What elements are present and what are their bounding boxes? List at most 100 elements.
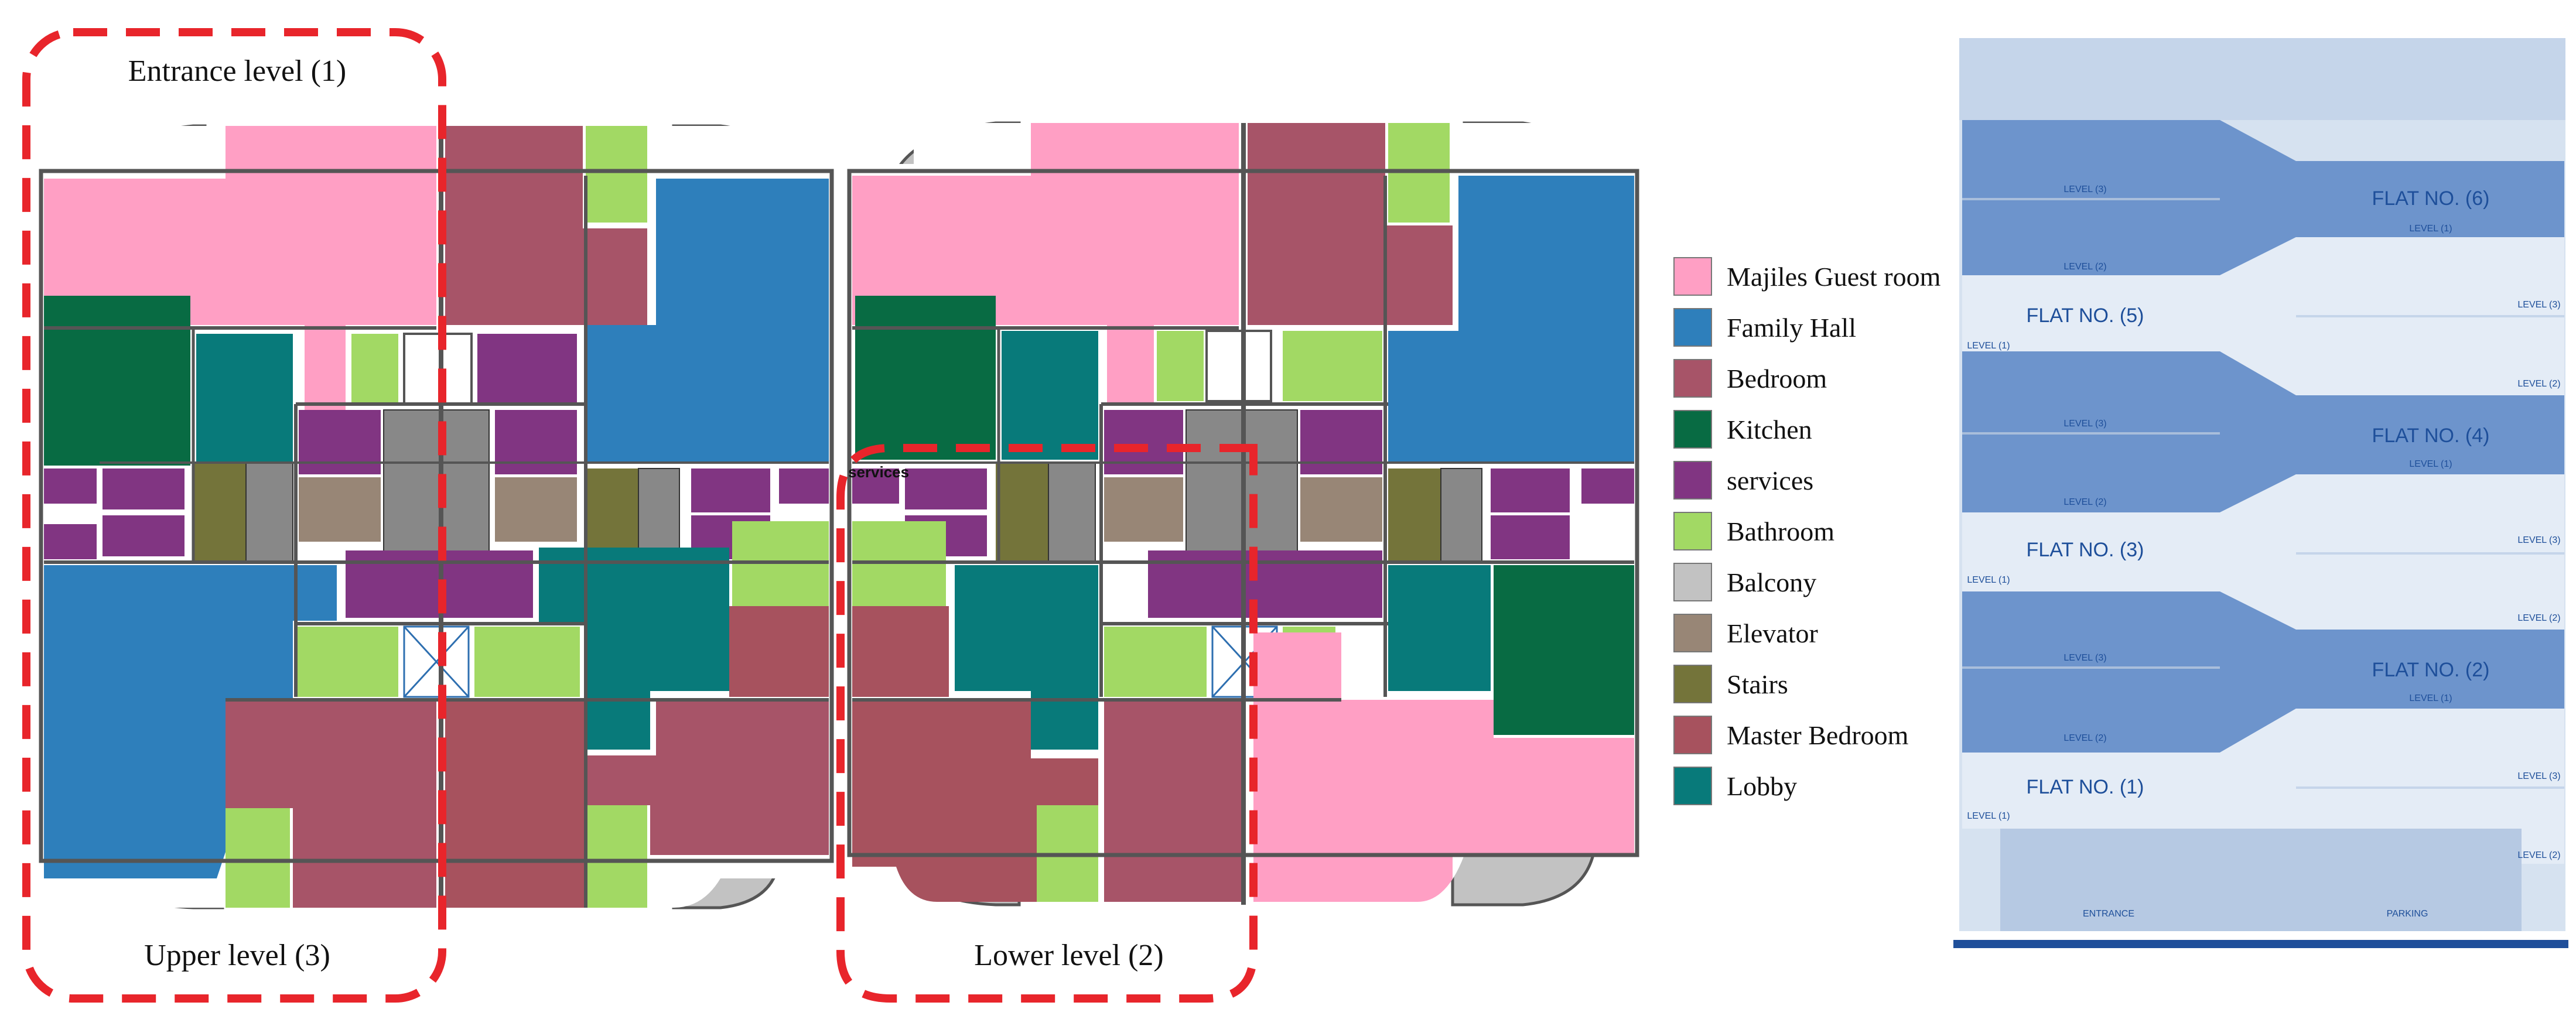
room-bathroom-a1 bbox=[586, 126, 647, 223]
room-stairs-b2 bbox=[1388, 468, 1441, 562]
flat-pair-bottom bbox=[1962, 591, 2564, 864]
room-lobby-b1 bbox=[1002, 331, 1098, 460]
flat-5-label: FLAT NO. (5) bbox=[2027, 305, 2144, 327]
flat-3-label: FLAT NO. (3) bbox=[2027, 539, 2144, 561]
room-master-bedroom-a1 bbox=[729, 606, 829, 697]
flat-4-label: FLAT NO. (4) bbox=[2372, 425, 2490, 447]
legend-label: Bathroom bbox=[1727, 517, 1834, 546]
level-3-marker: LEVEL (3) bbox=[2517, 535, 2560, 545]
legend-label: Bedroom bbox=[1727, 364, 1827, 394]
upper-level-label: Upper level (3) bbox=[144, 939, 330, 972]
room-bedroom-a2 bbox=[226, 700, 436, 908]
flat-pair-middle bbox=[1962, 351, 2564, 630]
room-stairs-b1 bbox=[996, 463, 1048, 562]
room-family-hall-b bbox=[1388, 176, 1634, 463]
legend-swatch bbox=[1673, 563, 1712, 601]
legend-swatch bbox=[1673, 257, 1712, 296]
room-elevator-a2 bbox=[495, 477, 577, 542]
dashed-outline-lower bbox=[836, 444, 1258, 1003]
room-family-hall-a2 bbox=[44, 565, 337, 878]
legend-label: Kitchen bbox=[1727, 415, 1812, 444]
room-services-a6 bbox=[691, 468, 770, 512]
room-majlis-b1 bbox=[852, 123, 1239, 404]
level-1-marker: LEVEL (1) bbox=[1967, 341, 2010, 351]
room-lobby-b2 bbox=[955, 565, 1098, 750]
room-majlis-b2 bbox=[1253, 632, 1634, 902]
room-services-a5 bbox=[495, 410, 577, 474]
legend-label: Lobby bbox=[1727, 771, 1797, 801]
level-3-marker: LEVEL (3) bbox=[2063, 184, 2106, 194]
legend-swatch bbox=[1673, 359, 1712, 398]
room-services-b1 bbox=[852, 468, 899, 504]
level-1-marker: LEVEL (1) bbox=[2409, 459, 2452, 469]
legend-swatch bbox=[1673, 461, 1712, 500]
room-bedroom-a3 bbox=[586, 700, 829, 855]
legend-swatch bbox=[1673, 410, 1712, 449]
services-tag-label: services bbox=[848, 463, 909, 481]
legend-label: Master Bedroom bbox=[1727, 720, 1909, 750]
level-2-marker: LEVEL (2) bbox=[2063, 733, 2106, 743]
room-bedroom-b2 bbox=[1104, 700, 1242, 902]
legend-label: services bbox=[1727, 466, 1813, 495]
room-elevator-b1 bbox=[1104, 477, 1183, 542]
level-2-marker: LEVEL (2) bbox=[2063, 497, 2106, 507]
room-bedroom-a1 bbox=[445, 126, 647, 325]
room-master-bedroom-a2 bbox=[445, 700, 586, 908]
legend-label: Family Hall bbox=[1727, 313, 1856, 343]
legend-swatch bbox=[1673, 308, 1712, 347]
room-bathroom-a7 bbox=[586, 805, 647, 908]
flat-2-label: FLAT NO. (2) bbox=[2372, 659, 2490, 681]
room-bathroom-a6 bbox=[226, 808, 290, 908]
room-kitchen-a bbox=[44, 296, 190, 466]
flat-pair-top bbox=[1962, 120, 2564, 395]
legend-swatch bbox=[1673, 614, 1712, 652]
legend-swatch bbox=[1673, 665, 1712, 703]
balcony-b-bottom-right bbox=[1451, 853, 1596, 907]
legend-label: Majiles Guest room bbox=[1727, 262, 1941, 292]
level-2-marker: LEVEL (2) bbox=[2063, 262, 2106, 272]
level-3-marker: LEVEL (3) bbox=[2063, 419, 2106, 429]
parking-label: PARKING bbox=[2387, 909, 2428, 919]
level-2-marker: LEVEL (2) bbox=[2517, 379, 2560, 389]
room-master-bedroom-b1 bbox=[852, 606, 949, 697]
room-services-a2 bbox=[103, 468, 185, 509]
legend-label: Elevator bbox=[1727, 618, 1818, 648]
room-bathroom-a5 bbox=[474, 627, 580, 697]
room-elevator-b2 bbox=[1300, 477, 1382, 542]
level-1-marker: LEVEL (1) bbox=[2409, 693, 2452, 703]
flat-1-label: FLAT NO. (1) bbox=[2027, 776, 2144, 798]
building-section: FLAT NO. (6) FLAT NO. (5) FLAT NO. (4) F… bbox=[1953, 38, 2568, 948]
level-3-marker: LEVEL (3) bbox=[2063, 653, 2106, 663]
room-majlis-a bbox=[44, 126, 436, 410]
room-services-a4 bbox=[299, 410, 381, 474]
lower-level-label: Lower level (2) bbox=[974, 939, 1163, 972]
room-stairs-a2 bbox=[586, 468, 638, 562]
room-bedroom-b1 bbox=[1248, 123, 1453, 325]
room-lobby-b3 bbox=[1388, 565, 1491, 691]
legend-swatch bbox=[1673, 716, 1712, 754]
room-services-a3 bbox=[477, 334, 577, 404]
room-kitchen-b2 bbox=[1494, 565, 1634, 735]
legend-swatch bbox=[1673, 512, 1712, 550]
level-3-marker: LEVEL (3) bbox=[2517, 300, 2560, 310]
room-services-b4 bbox=[1491, 468, 1570, 512]
room-bathroom-a2 bbox=[351, 334, 398, 404]
flat-6-label: FLAT NO. (6) bbox=[2372, 187, 2490, 210]
room-services-b2 bbox=[1104, 410, 1183, 474]
floor-plan-lower: services bbox=[847, 121, 1640, 907]
level-2-marker: LEVEL (2) bbox=[2517, 850, 2560, 860]
level-1-marker: LEVEL (1) bbox=[2409, 224, 2452, 234]
level-2-marker: LEVEL (2) bbox=[2517, 613, 2560, 623]
room-bathroom-b5 bbox=[1104, 627, 1207, 697]
room-stairs-a1 bbox=[193, 463, 246, 562]
room-bathroom-b2 bbox=[1157, 331, 1204, 401]
level-1-marker: LEVEL (1) bbox=[1967, 575, 2010, 585]
room-bathroom-b3 bbox=[1283, 331, 1382, 401]
floor-plan-upper-entrance bbox=[39, 124, 843, 909]
level-3-marker: LEVEL (3) bbox=[2517, 771, 2560, 781]
room-kitchen-b1 bbox=[855, 296, 996, 460]
room-services-a1 bbox=[44, 468, 97, 504]
dashed-outline-upper-entrance bbox=[22, 28, 446, 1003]
